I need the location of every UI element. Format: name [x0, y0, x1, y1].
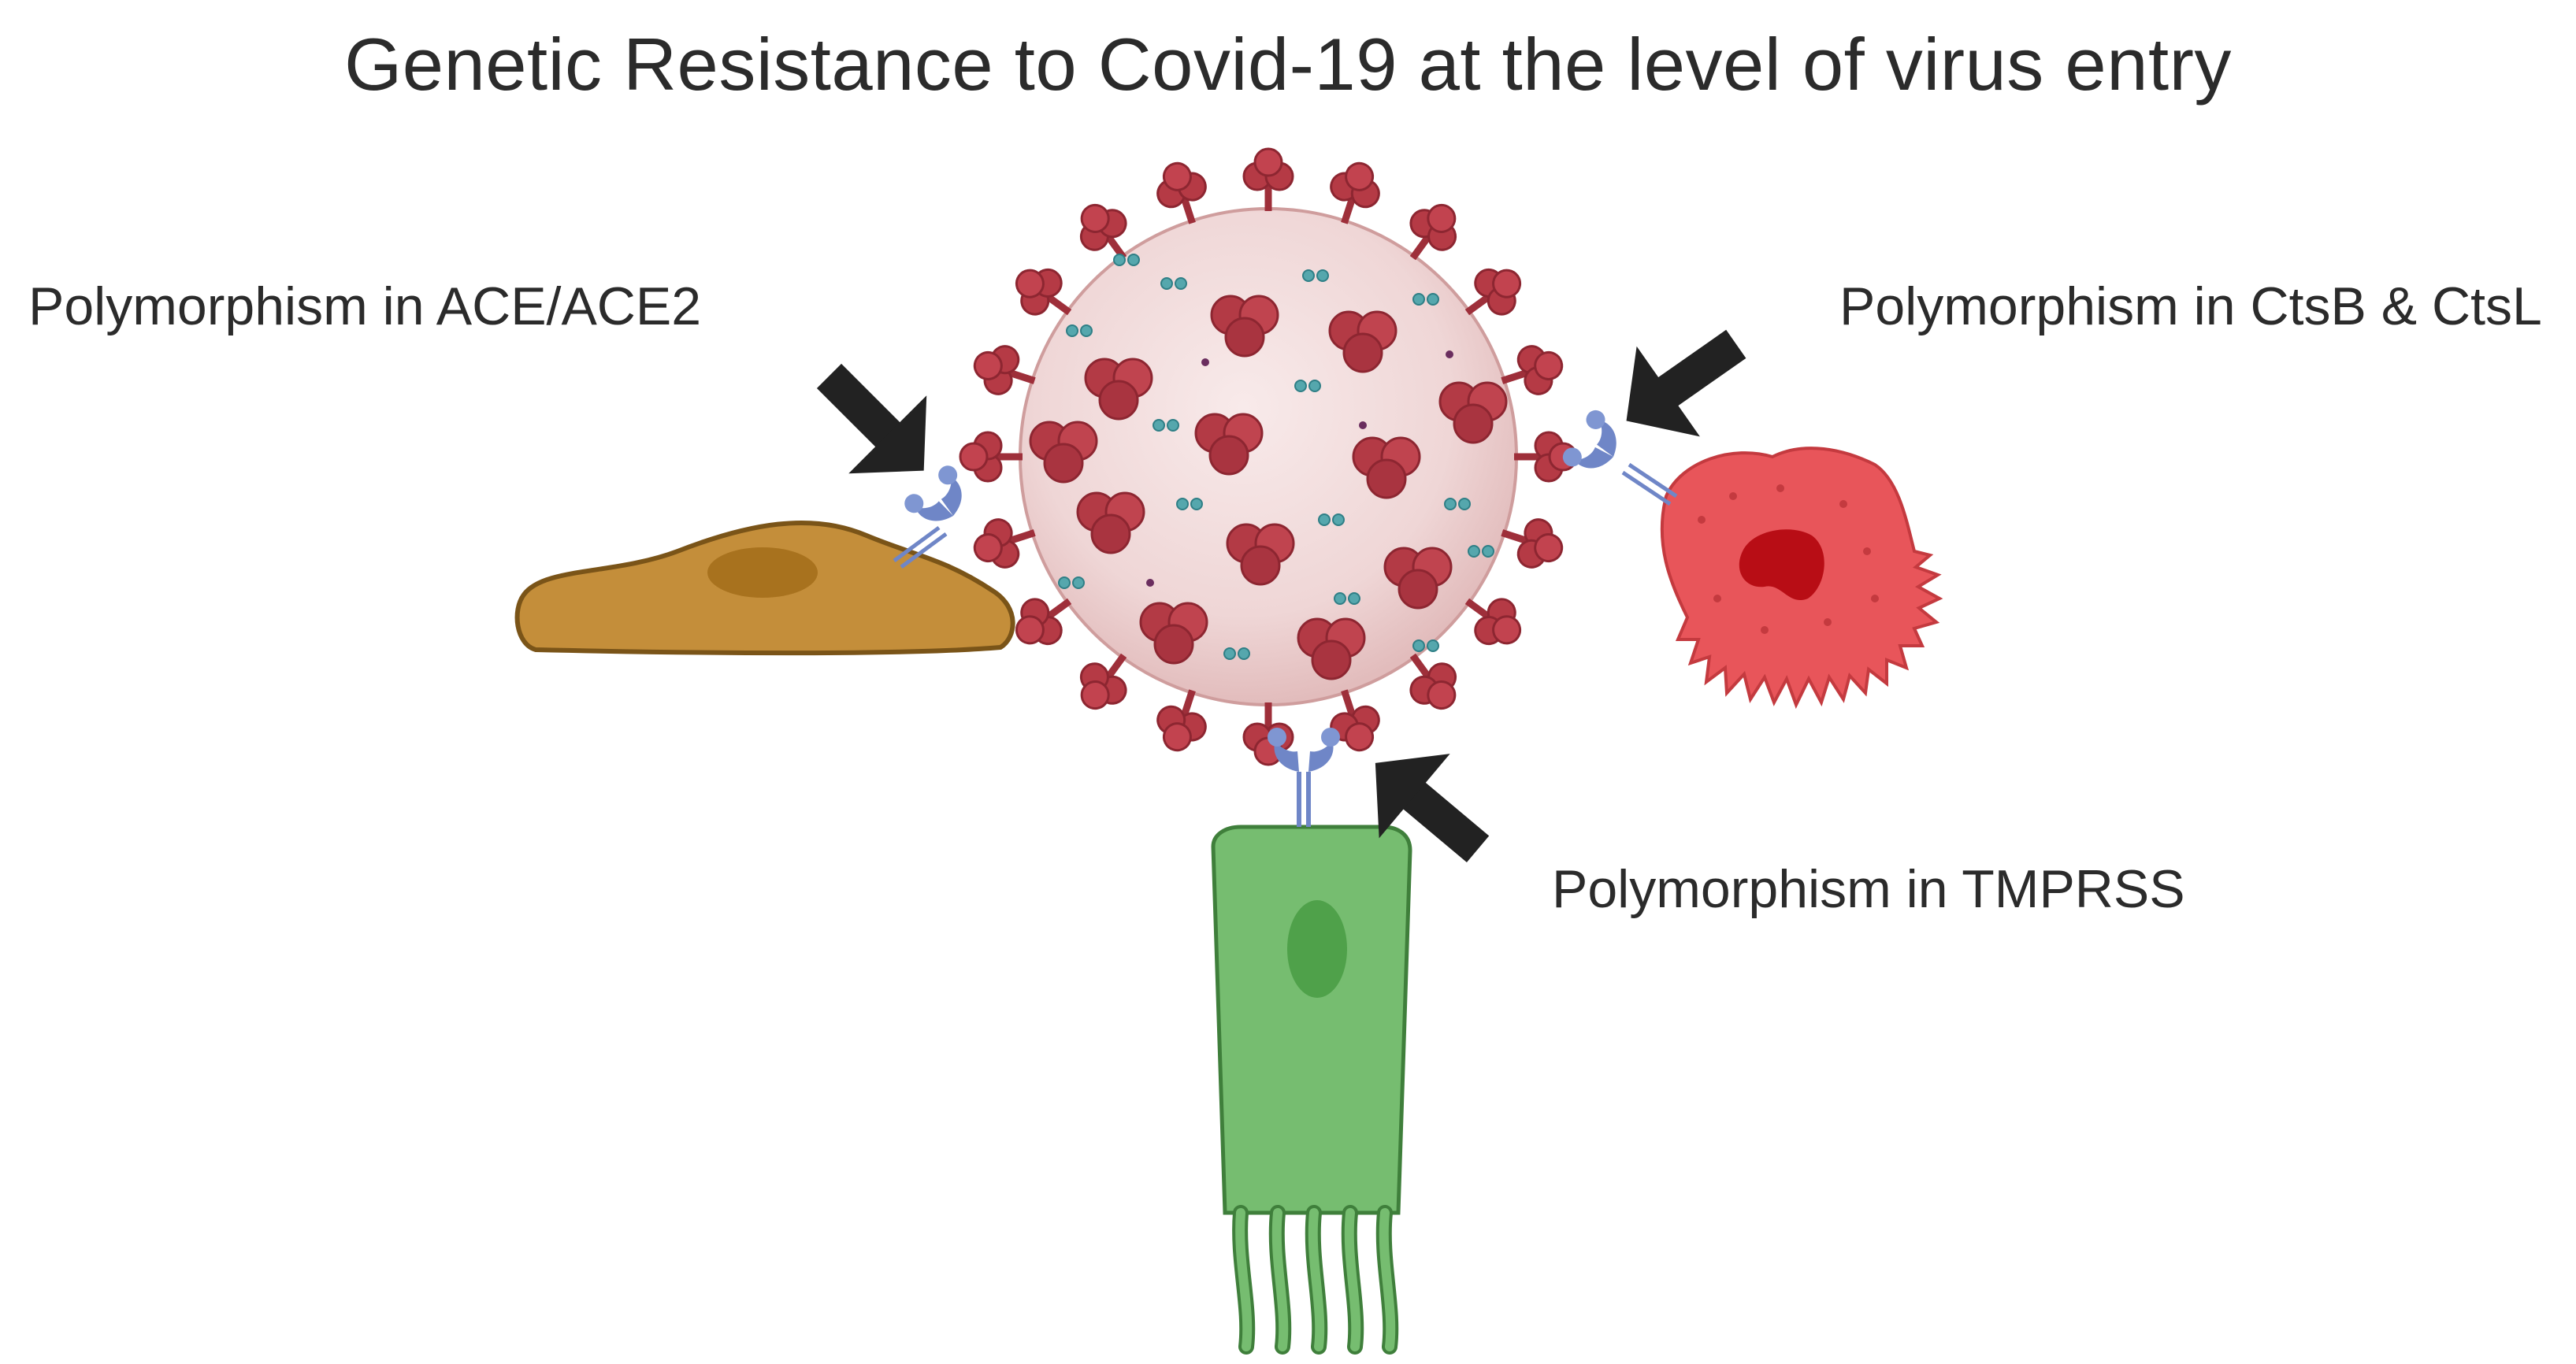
fibroblast-cell: [514, 465, 1015, 656]
arrow-icon: [816, 363, 927, 474]
macrophage-cell: [1562, 410, 1943, 710]
label-cts-polymorphism: Polymorphism in CtsB & CtsL: [1839, 276, 2542, 336]
arrow-icon: [1375, 754, 1490, 863]
arrow-icon: [1626, 329, 1746, 437]
epithelial-cell: [1211, 728, 1412, 1355]
label-ace-polymorphism: Polymorphism in ACE/ACE2: [28, 276, 702, 336]
coronavirus-icon: [960, 149, 1576, 765]
label-tmprss-polymorphism: Polymorphism in TMPRSS: [1552, 859, 2185, 919]
diagram-title: Genetic Resistance to Covid-19 at the le…: [344, 23, 2232, 106]
